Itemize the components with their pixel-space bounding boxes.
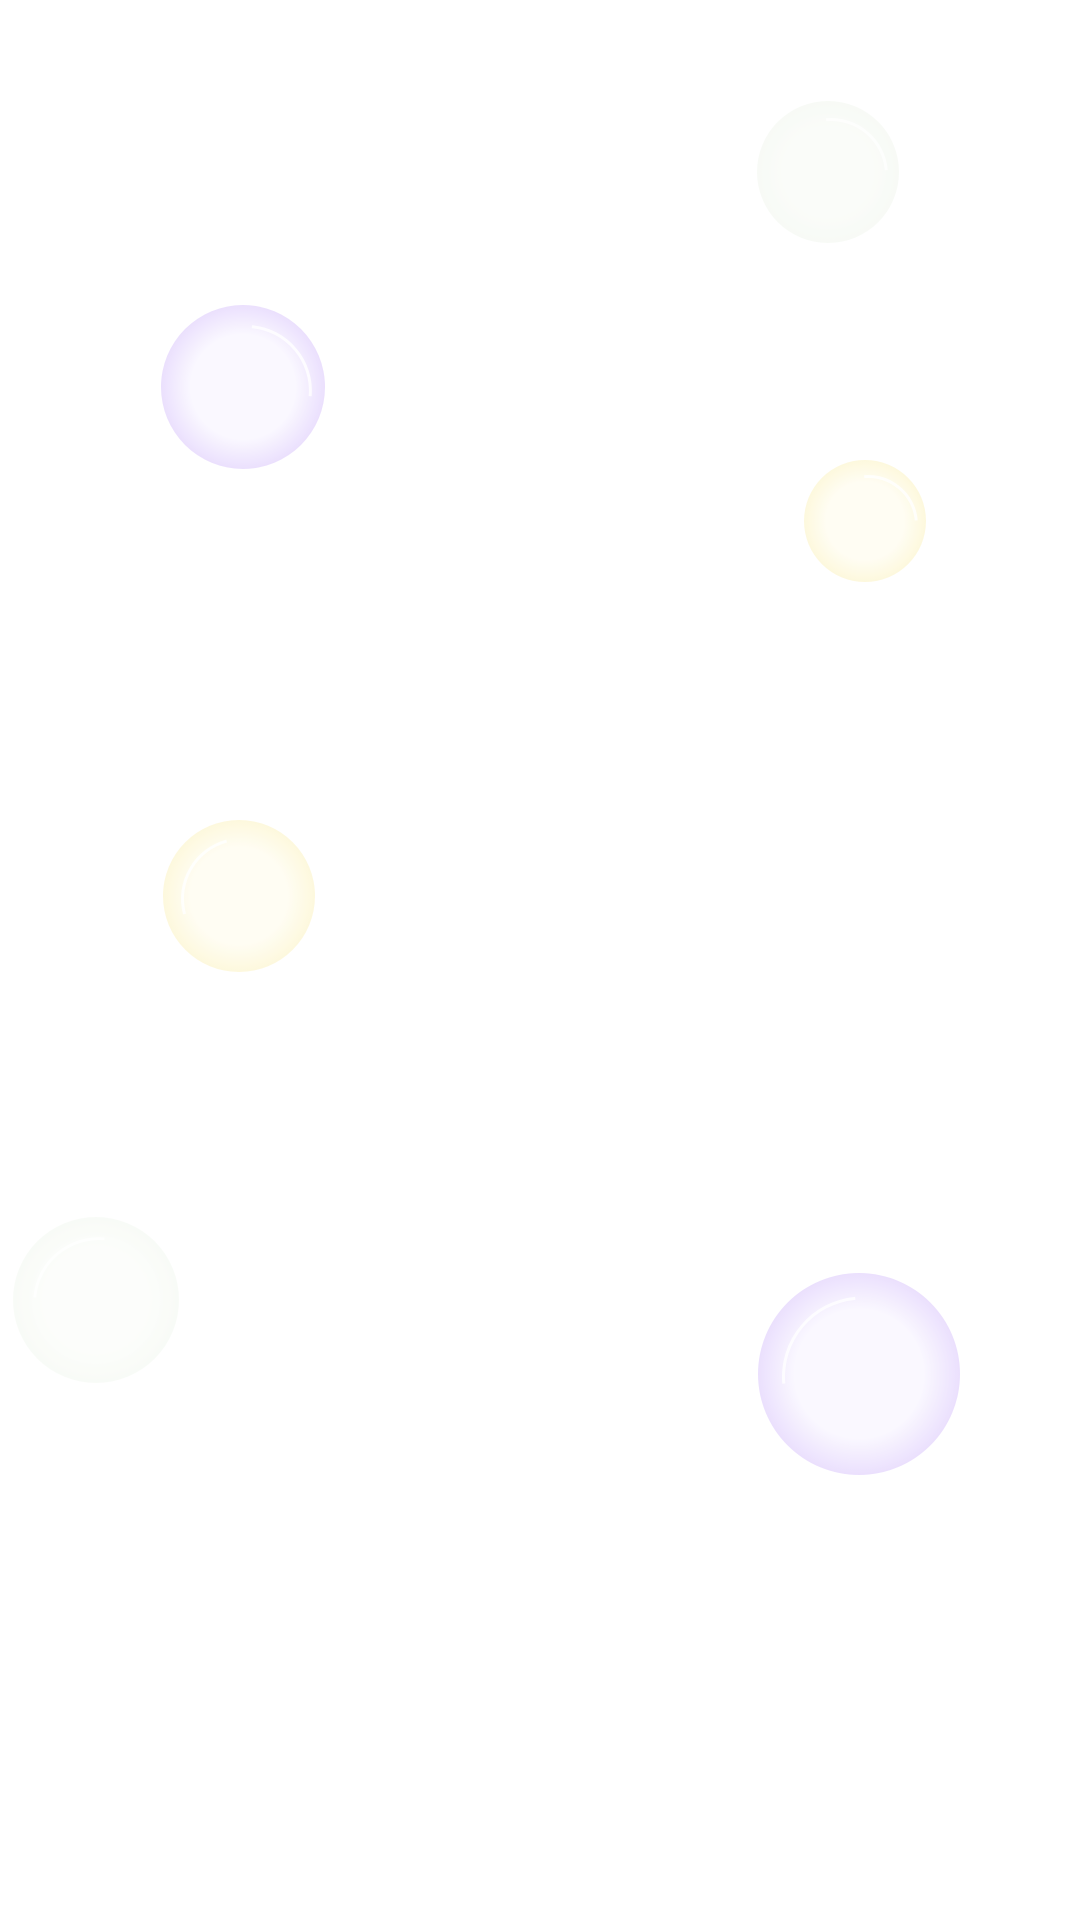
bubble-yellow-right[interactable] (798, 454, 938, 594)
bubble-green-top-right[interactable] (750, 94, 912, 256)
bubble-green-bottom-left[interactable] (5, 1209, 193, 1397)
bubble-purple-top-left[interactable] (153, 297, 338, 482)
bubble-purple-bottom-right[interactable] (749, 1264, 975, 1490)
bubble-highlight-icon (158, 815, 325, 982)
bubble-highlight-icon (5, 1209, 193, 1397)
bubble-highlight-icon (153, 297, 338, 482)
bubble-highlight-icon (749, 1264, 975, 1490)
bubble-yellow-left[interactable] (158, 815, 325, 982)
bubble-highlight-icon (798, 454, 938, 594)
bubble-highlight-icon (750, 94, 912, 256)
